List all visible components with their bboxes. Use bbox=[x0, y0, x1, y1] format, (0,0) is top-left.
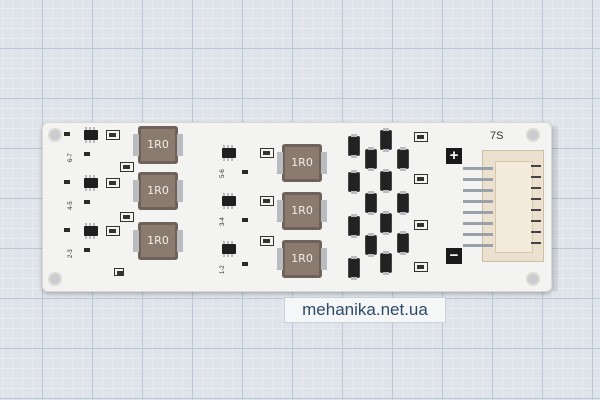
connector-housing bbox=[495, 161, 533, 253]
smd-component bbox=[414, 132, 428, 142]
silk-label: 2-3 bbox=[68, 249, 74, 258]
inductor-marking: 1R0 bbox=[291, 252, 313, 265]
mosfet bbox=[381, 211, 391, 235]
smd-component bbox=[260, 196, 274, 206]
mounting-hole bbox=[48, 128, 62, 142]
inductor-marking: 1R0 bbox=[147, 138, 169, 151]
mosfet bbox=[398, 191, 408, 215]
smd-resistor bbox=[84, 248, 90, 252]
smd-component bbox=[120, 212, 134, 222]
smd-resistor bbox=[242, 170, 248, 174]
smd-component bbox=[414, 174, 428, 184]
mosfet bbox=[398, 147, 408, 171]
plus-symbol: + bbox=[446, 148, 462, 164]
mosfet bbox=[381, 169, 391, 193]
smd-resistor bbox=[242, 218, 248, 222]
silk-label: 6-7 bbox=[68, 153, 74, 162]
mosfet bbox=[398, 231, 408, 255]
smd-resistor bbox=[242, 262, 248, 266]
inductor-marking: 1R0 bbox=[147, 234, 169, 247]
mounting-hole bbox=[48, 272, 62, 286]
ic-chip bbox=[84, 223, 98, 239]
ic-chip bbox=[222, 145, 236, 161]
inductor-marking: 1R0 bbox=[291, 156, 313, 169]
silk-label: 1-2 bbox=[220, 265, 226, 274]
inductor-marking: 1R0 bbox=[291, 204, 313, 217]
mosfet bbox=[349, 256, 359, 280]
inductor: 1R0 bbox=[133, 222, 183, 260]
connector-pins bbox=[463, 167, 493, 247]
smd-component bbox=[106, 130, 120, 140]
mounting-hole bbox=[526, 272, 540, 286]
smd-component bbox=[120, 162, 134, 172]
smd-component bbox=[260, 236, 274, 246]
smd-resistor bbox=[64, 180, 70, 184]
ic-chip bbox=[84, 175, 98, 191]
mosfet bbox=[366, 147, 376, 171]
smd-resistor bbox=[84, 152, 90, 156]
mosfet bbox=[349, 214, 359, 238]
inductor: 1R0 bbox=[277, 240, 327, 278]
balance-connector bbox=[463, 150, 544, 262]
cell-count-label: 7S bbox=[490, 130, 504, 142]
inductor: 1R0 bbox=[277, 192, 327, 230]
smd-resistor bbox=[64, 228, 70, 232]
smd-resistor bbox=[64, 132, 70, 136]
inductor: 1R0 bbox=[133, 126, 183, 164]
mosfet bbox=[381, 128, 391, 152]
ic-chip bbox=[84, 127, 98, 143]
silk-label: 4-5 bbox=[68, 201, 74, 210]
ic-chip bbox=[222, 241, 236, 257]
mosfet bbox=[381, 251, 391, 275]
inductor: 1R0 bbox=[133, 172, 183, 210]
smd-resistor bbox=[84, 200, 90, 204]
board-shadow bbox=[552, 126, 558, 291]
smd-component bbox=[106, 226, 120, 236]
smd-component bbox=[414, 262, 428, 272]
smd-component bbox=[114, 268, 124, 276]
silk-label: 5-6 bbox=[220, 169, 226, 178]
mosfet bbox=[349, 134, 359, 158]
mosfet bbox=[366, 191, 376, 215]
ic-chip bbox=[222, 193, 236, 209]
inductor-marking: 1R0 bbox=[147, 184, 169, 197]
smd-component bbox=[414, 220, 428, 230]
watermark: mehanika.net.ua bbox=[284, 297, 446, 323]
smd-component bbox=[106, 178, 120, 188]
connector-contacts bbox=[531, 165, 541, 249]
mounting-hole bbox=[526, 128, 540, 142]
inductor: 1R0 bbox=[277, 144, 327, 182]
smd-component bbox=[260, 148, 274, 158]
minus-symbol: − bbox=[446, 248, 462, 264]
mosfet bbox=[366, 233, 376, 257]
mosfet bbox=[349, 170, 359, 194]
silk-label: 3-4 bbox=[220, 217, 226, 226]
